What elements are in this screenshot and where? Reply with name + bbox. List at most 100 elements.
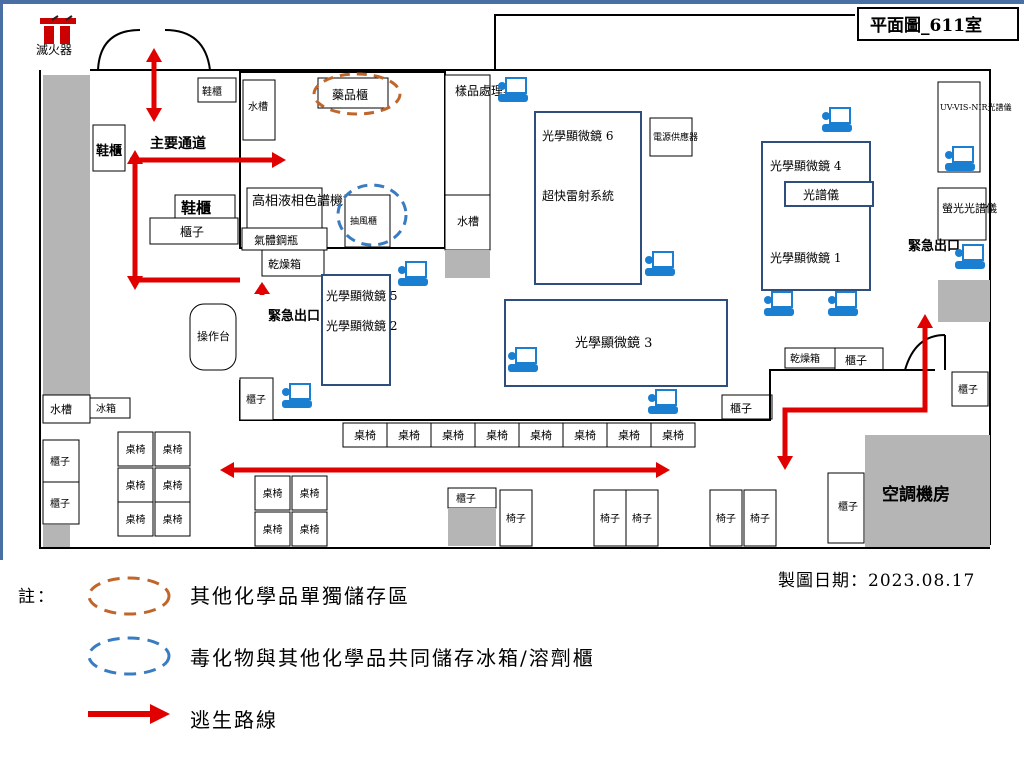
water-tank-top-label: 水槽 (248, 100, 268, 113)
shoe-cabinet-mid (174, 194, 236, 220)
fire-extinguisher-icon (40, 15, 76, 44)
desk-chair-cell-label: 桌椅 (398, 428, 420, 442)
emergency-exit-right-label: 緊急出口 (908, 238, 960, 254)
computer-icon (822, 107, 852, 132)
plan-title: 平面圖_611室 (870, 15, 982, 36)
chair-cell (593, 489, 627, 547)
oven-right-label: 乾燥箱 (790, 352, 820, 365)
uv-vis-label: UV-VIS-NIR光譜儀 (940, 102, 1012, 112)
route-right (782, 325, 928, 460)
oven-left-label: 乾燥箱 (268, 257, 301, 271)
spectrometer-label: 光譜儀 (803, 187, 839, 202)
arrow-down-right (777, 456, 793, 470)
arrow-down-top (146, 108, 162, 122)
microscope-5-label: 光學顯微鏡 5 (326, 288, 397, 303)
desk-chair-cell-label: 桌椅 (300, 487, 320, 500)
shoe-cabinet-left-label: 鞋櫃 (96, 143, 122, 159)
cabinet-right1-label: 櫃子 (845, 353, 867, 367)
computer-icon (508, 347, 538, 372)
route-arrowheads (127, 48, 933, 478)
chair-cell-label: 椅子 (716, 512, 736, 525)
computer-icon (955, 244, 985, 269)
microscope-1-label: 光學顯微鏡 1 (770, 250, 841, 265)
left-gray-column (43, 75, 90, 395)
desk-chair-cell (254, 475, 291, 511)
legend-item-3: 逃生路線 (190, 708, 278, 732)
desk-chair-row: 桌椅桌椅桌椅桌椅桌椅桌椅桌椅桌椅桌椅桌椅桌椅桌椅桌椅桌椅桌椅桌椅桌椅桌椅 (117, 422, 696, 547)
arrow-left-bottom (220, 462, 234, 478)
arrow-down-loop (127, 276, 143, 290)
desk-chair-cell-label: 桌椅 (126, 443, 146, 456)
outer-wall (90, 14, 855, 71)
cabinet-right2-label: 櫃子 (958, 383, 978, 396)
hplc-label: 高相液相色譜機 (252, 193, 343, 209)
fluorescence (937, 187, 987, 241)
water-tank-right (444, 194, 491, 251)
desk-chair-cell-label: 桌椅 (263, 523, 283, 536)
legend-blue-marker (87, 636, 171, 676)
oven-left (261, 249, 325, 277)
legend-item-1: 其他化學品單獨儲存區 (190, 584, 410, 608)
desk-chair-cell-label: 桌椅 (163, 513, 183, 526)
chair-cell (625, 489, 659, 547)
shoe-cabinet-small (197, 77, 237, 103)
arrow-up-loop (127, 150, 143, 164)
computer-icon (945, 146, 975, 171)
bench-cell (189, 303, 237, 371)
chair-cell-label: 椅子 (506, 512, 526, 525)
desk-chair-cell (562, 422, 608, 448)
title-box (857, 7, 1019, 41)
desk-chair-cell-label: 桌椅 (163, 479, 183, 492)
spectrometer-box (784, 181, 874, 207)
desk-chair-cell (291, 511, 328, 547)
desk-chair-cell-label: 桌椅 (126, 479, 146, 492)
desk-chair-cell (154, 431, 191, 467)
cabinet-left2 (42, 481, 80, 525)
shoe-cabinet-small-label: 鞋櫃 (202, 85, 222, 98)
right-gray-block (938, 280, 990, 322)
ac-room (865, 435, 990, 547)
shoe-cabinet-left (92, 124, 126, 172)
cabinet-mid-label: 櫃子 (730, 401, 752, 415)
shoe-cabinet-mid-label: 鞋櫃 (181, 199, 211, 217)
microscope-2-label: 光學顯微鏡 2 (326, 318, 397, 333)
desk-chair-cell (650, 422, 696, 448)
computer-icon (828, 291, 858, 316)
top-door (97, 29, 211, 71)
computer-icon (764, 291, 794, 316)
ultrafast-laser-label: 超快雷射系統 (542, 188, 614, 203)
outer-wall-left (39, 70, 990, 549)
desk-chair-cell-label: 桌椅 (618, 428, 640, 442)
desk-chair-cell (254, 511, 291, 547)
fume-cabinet-label: 抽風櫃 (350, 215, 377, 227)
cabinet-right2 (951, 371, 989, 407)
emergency-exit-left-label: 緊急出口 (268, 308, 320, 324)
cabinet-small-label: 櫃子 (180, 225, 204, 239)
desk-chair-cell-label: 桌椅 (486, 428, 508, 442)
drug-cabinet-label: 藥品櫃 (332, 88, 368, 102)
top-border (0, 0, 1024, 4)
microscope-3-label: 光學顯微鏡 3 (575, 336, 652, 351)
water-tank-right-gray (445, 250, 490, 278)
desk-chair-cell-label: 桌椅 (126, 513, 146, 526)
bottom-gray (448, 508, 496, 546)
desk-chair-cell (117, 501, 154, 537)
legend-orange-marker (87, 576, 171, 616)
chair-cell-label: 椅子 (632, 512, 652, 525)
bench-cell-label: 操作台 (197, 329, 230, 343)
hplc (246, 187, 323, 229)
desk-chair-cell-label: 桌椅 (662, 428, 684, 442)
legend: 註： 製圖日期：2023.08.17 其他化學品單獨儲存區 毒化物與其他化學品共… (0, 560, 1024, 768)
drug-cabinet (317, 77, 389, 109)
desk-chair-cell (117, 431, 154, 467)
desk-chair-cell-label: 桌椅 (442, 428, 464, 442)
cabinet-left2-label: 櫃子 (50, 497, 70, 510)
desk-chair-cell (474, 422, 520, 448)
ac-room-label: 空調機房 (882, 484, 950, 504)
power-supply (649, 117, 693, 157)
water-tank-right-label: 水槽 (457, 215, 479, 228)
left-gray-base (43, 525, 70, 547)
cabinet-left1 (42, 439, 80, 483)
cabinet-left3-label: 櫃子 (246, 393, 266, 406)
desk-chair-cell-label: 桌椅 (163, 443, 183, 456)
